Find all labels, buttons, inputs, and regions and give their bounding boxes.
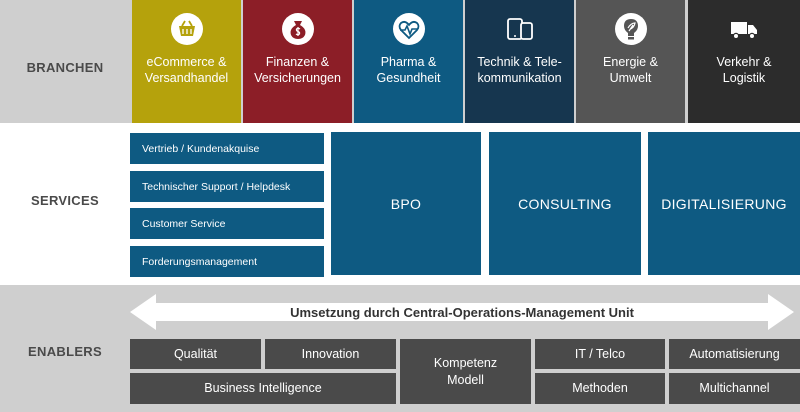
- service-vertrieb: Vertrieb / Kundenakquise: [130, 133, 324, 164]
- devices-icon: [506, 18, 533, 40]
- branch-label: Finanzen & Versicherungen: [254, 55, 341, 85]
- service-forderungsmanagement: Forderungsmanagement: [130, 246, 324, 277]
- row-label-branchen: BRANCHEN: [26, 60, 104, 75]
- branch-label: eCommerce & Versandhandel: [144, 55, 229, 85]
- service-bpo: BPO: [331, 132, 481, 275]
- heart-pulse-icon: [392, 13, 425, 45]
- eco-bulb-icon: [614, 13, 647, 45]
- arrow-label: Umsetzung durch Central-Operations-Manag…: [290, 304, 634, 320]
- row-label-enablers: ENABLERS: [28, 344, 102, 359]
- service-digitalisierung: DIGITALISIERUNG: [648, 132, 800, 275]
- service-customer-service: Customer Service: [130, 208, 324, 239]
- enabler-business-intelligence: Business Intelligence: [130, 373, 396, 404]
- branch-label: Energie & Umwelt: [603, 55, 658, 85]
- service-technischer-support: Technischer Support / Helpdesk: [130, 171, 324, 202]
- shopping-basket-icon: [170, 13, 203, 45]
- enabler-kompetenz-modell: Kompetenz Modell: [400, 339, 531, 404]
- enabler-it-telco: IT / Telco: [535, 339, 665, 369]
- money-bag-icon: [281, 13, 314, 45]
- branch-verkehr: Verkehr & Logistik: [688, 0, 800, 123]
- branch-label: Technik & Tele- kommunikation: [477, 55, 562, 85]
- branch-label: Pharma & Gesundheit: [376, 55, 441, 85]
- branch-energie: Energie & Umwelt: [576, 0, 685, 123]
- branch-technik: Technik & Tele- kommunikation: [465, 0, 574, 123]
- row-label-services: SERVICES: [31, 193, 99, 208]
- enabler-innovation: Innovation: [265, 339, 396, 369]
- enabler-methoden: Methoden: [535, 373, 665, 404]
- branch-pharma: Pharma & Gesundheit: [354, 0, 463, 123]
- service-consulting: CONSULTING: [489, 132, 641, 275]
- enabler-qualitaet: Qualität: [130, 339, 261, 369]
- double-arrow-icon: [130, 294, 794, 330]
- truck-icon: [731, 22, 757, 40]
- enabler-multichannel: Multichannel: [669, 373, 800, 404]
- branch-label: Verkehr & Logistik: [716, 55, 772, 85]
- branch-finanzen: Finanzen & Versicherungen: [243, 0, 352, 123]
- enabler-automatisierung: Automatisierung: [669, 339, 800, 369]
- branch-ecommerce: eCommerce & Versandhandel: [132, 0, 241, 123]
